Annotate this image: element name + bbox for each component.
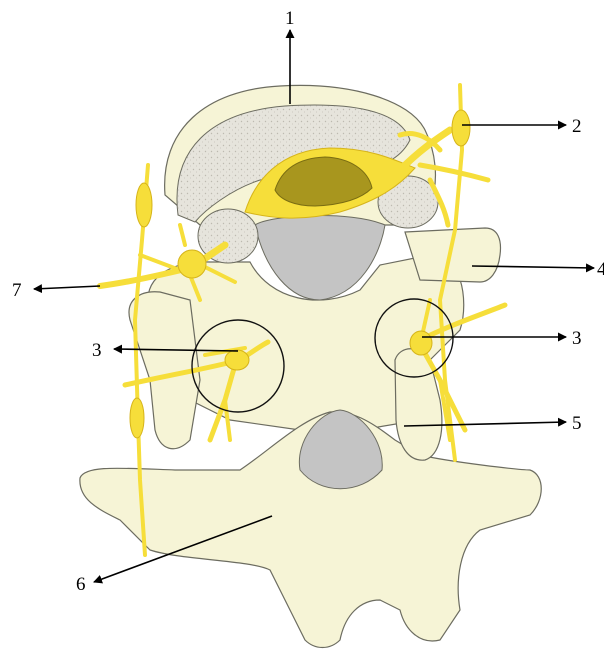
label-4: 4 <box>597 259 604 280</box>
arrow-7 <box>34 286 100 289</box>
label-3-right: 3 <box>572 328 582 349</box>
articular-process <box>395 349 442 460</box>
label-6: 6 <box>76 574 86 595</box>
label-5: 5 <box>572 413 582 434</box>
label-3-left: 3 <box>92 340 102 361</box>
label-2: 2 <box>572 116 582 137</box>
label-7: 7 <box>12 280 22 301</box>
label-1: 1 <box>285 8 295 29</box>
